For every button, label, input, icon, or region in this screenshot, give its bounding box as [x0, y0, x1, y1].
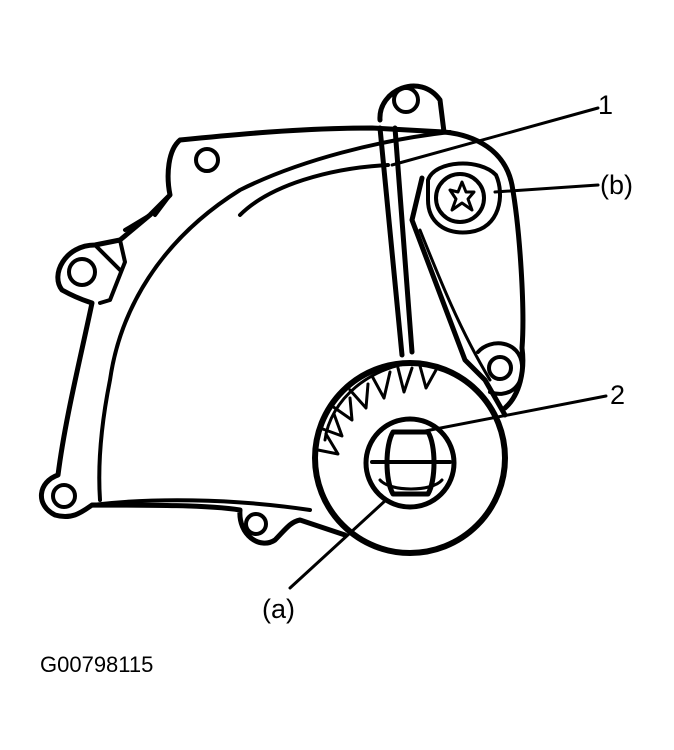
callout-b: (b)	[600, 170, 633, 200]
mounting-holes	[51, 86, 513, 536]
figure-id: G00798115	[40, 652, 154, 677]
leader-2	[418, 394, 608, 434]
housing-lower-edge	[90, 498, 312, 512]
callout-a: (a)	[262, 594, 295, 624]
callout-1: 1	[598, 90, 614, 120]
housing-inner-rib	[97, 130, 452, 502]
lever-arm-inner	[418, 228, 492, 382]
leader-a	[288, 498, 388, 590]
right-lower-lug	[476, 341, 525, 396]
gear-teeth	[316, 364, 438, 456]
leader-1	[390, 106, 600, 167]
housing-outline	[38, 83, 526, 546]
shaft-2	[363, 416, 457, 510]
leader-lines	[288, 106, 608, 590]
screw-head-cross-icon	[448, 180, 476, 212]
screw-b	[426, 161, 503, 235]
gear-sector	[312, 360, 508, 556]
lever-arm	[377, 125, 508, 418]
callout-2: 2	[610, 380, 626, 410]
leader-b	[493, 183, 600, 194]
housing-edge-detail	[93, 193, 172, 305]
